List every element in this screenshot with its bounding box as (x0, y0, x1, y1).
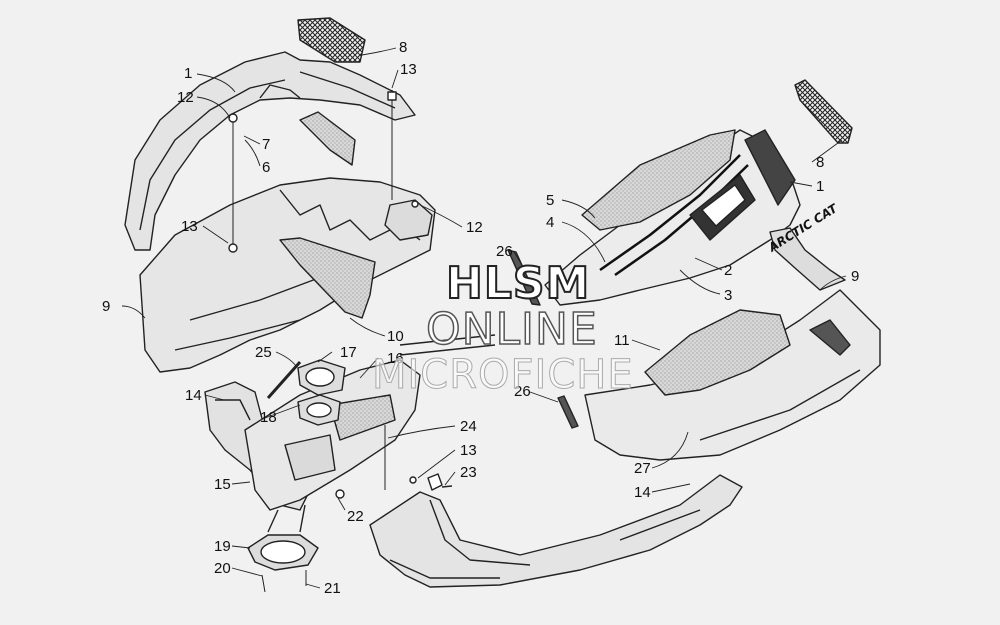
callout-14-right: 14 (634, 484, 651, 501)
belly-pan-part-14-right (369, 474, 743, 588)
rod-part-25 (266, 361, 302, 399)
callout-1-left: 1 (184, 65, 193, 82)
boot-part-19 (247, 504, 319, 571)
callout-21: 21 (324, 580, 341, 597)
gasket-part-18 (297, 394, 341, 426)
callout-8-right: 8 (816, 154, 825, 171)
callout-12-left: 12 (177, 89, 194, 106)
callout-3: 3 (724, 287, 733, 304)
callout-17: 17 (340, 344, 357, 361)
leader-lines (121, 47, 847, 589)
callout-13-top: 13 (400, 61, 417, 78)
callout-15: 15 (214, 476, 231, 493)
callout-27: 27 (634, 460, 651, 477)
callout-11: 11 (614, 332, 630, 349)
callout-4: 4 (546, 214, 555, 231)
fastener-column-left (228, 90, 419, 253)
grille-part-8-left (297, 17, 366, 63)
nose-pan-part-9-left (139, 177, 436, 373)
callout-7: 7 (262, 136, 271, 153)
watermark-line-3: MICROFICHE (372, 352, 634, 399)
panel-part-11 (644, 309, 791, 396)
callout-25: 25 (255, 344, 272, 361)
callout-13-center: 13 (460, 442, 477, 459)
callout-24: 24 (460, 418, 477, 435)
intake-part-10 (279, 237, 376, 319)
callout-1-right: 1 (816, 178, 825, 195)
callout-13-left: 13 (181, 218, 198, 235)
callout-26-bottom: 26 (514, 383, 531, 400)
watermark-line-2: ONLINE (425, 303, 598, 356)
hood-part-1-right (544, 129, 801, 306)
callout-5: 5 (546, 192, 555, 209)
strip-part-26-a (507, 249, 541, 306)
callout-20: 20 (214, 560, 231, 577)
bulkhead-part-16 (244, 334, 496, 511)
callout-6: 6 (262, 159, 271, 176)
fastener-center (335, 425, 453, 499)
callout-12-right: 12 (466, 219, 483, 236)
callout-18: 18 (260, 409, 277, 426)
callout-19: 19 (214, 538, 231, 555)
decal-panel-part-5 (581, 129, 736, 231)
strip-part-26-b (557, 395, 579, 429)
hood-part-1-left (124, 51, 416, 251)
callout-9-left: 9 (102, 298, 111, 315)
callout-22: 22 (347, 508, 364, 525)
callout-16: 16 (387, 350, 404, 367)
callout-9-right: 9 (851, 268, 860, 285)
callout-2: 2 (724, 262, 733, 279)
callout-26-top: 26 (496, 243, 513, 260)
callout-8-left: 8 (399, 39, 408, 56)
callout-23: 23 (460, 464, 477, 481)
watermark-line-1: HLSM (445, 257, 591, 310)
wedge-part-6 (299, 111, 356, 166)
callout-10: 10 (387, 328, 404, 345)
grille-part-8-right (794, 79, 853, 144)
callout-14-left: 14 (185, 387, 202, 404)
gasket-part-17 (297, 359, 346, 396)
